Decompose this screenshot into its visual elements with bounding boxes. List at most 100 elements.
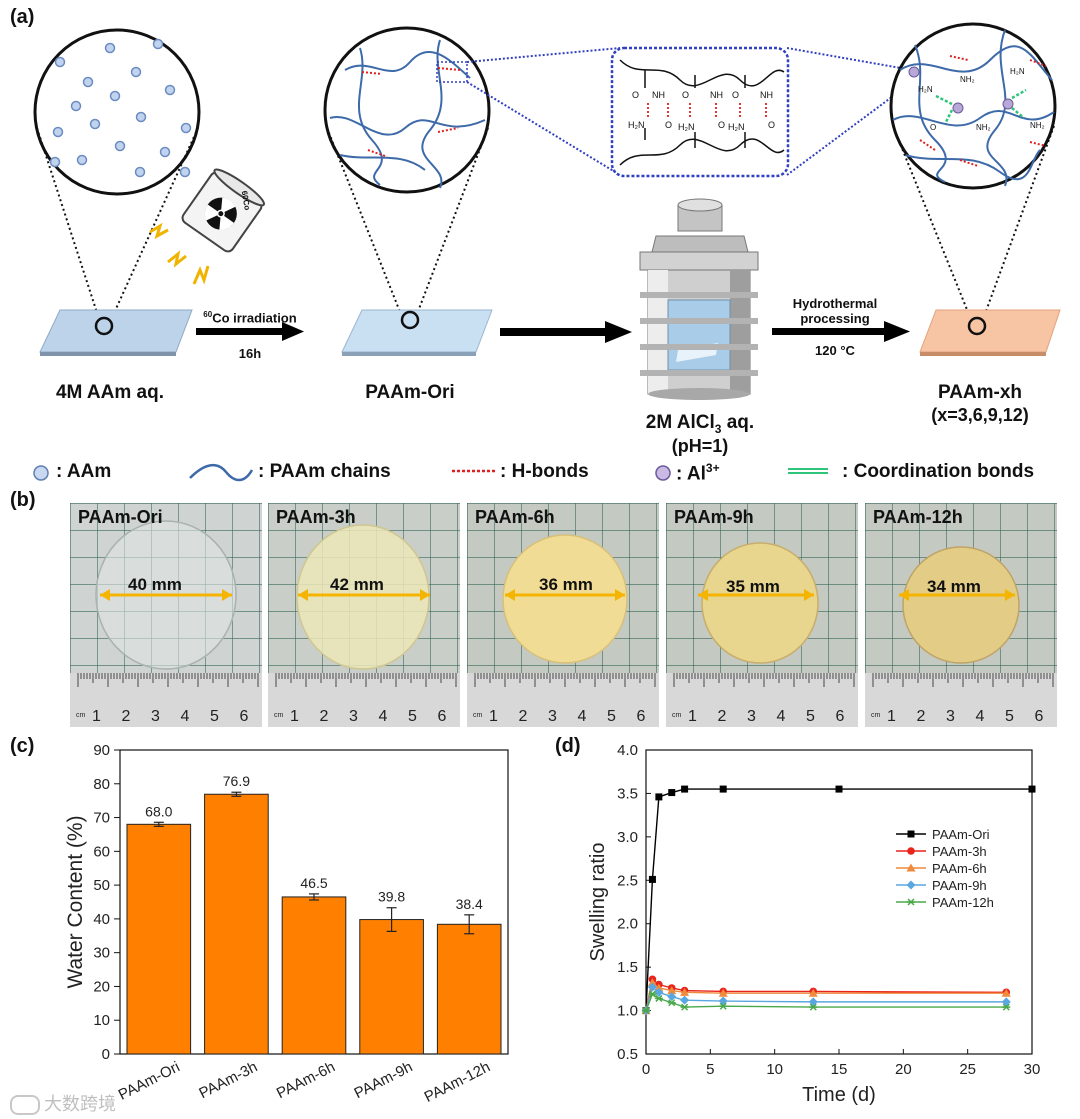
aam-monomer-dot (179, 166, 191, 178)
coord-legend-icon (788, 468, 828, 474)
ruler-number: 4 (777, 708, 786, 725)
arrow-irradiation (282, 322, 304, 341)
svg-text:NH₂: NH₂ (976, 123, 991, 132)
data-point (647, 982, 657, 992)
aam-monomer-dot (89, 118, 101, 130)
data-point (681, 1003, 689, 1011)
ruler-number: 3 (747, 708, 756, 725)
x-tick-label: 15 (831, 1061, 848, 1078)
gel-disc-6h (502, 534, 628, 664)
ruler-number: 1 (489, 708, 498, 725)
svg-text:NH: NH (710, 90, 723, 100)
chain-legend-icon (189, 464, 254, 482)
legend-label: PAAm-3h (932, 844, 987, 859)
x-tick-label: PAAm-3h (196, 1058, 260, 1102)
data-point (809, 1003, 817, 1011)
svg-text:O: O (682, 90, 689, 100)
y-tick-label: 30 (93, 945, 110, 962)
y-tick-label: 2.5 (617, 872, 638, 889)
ruler-unit: cm (871, 712, 881, 719)
diameter-label: 42 mm (330, 575, 384, 594)
data-point (681, 785, 689, 793)
aam-monomer-dot (109, 90, 121, 102)
svg-text:NH: NH (652, 90, 665, 100)
photo-title: PAAm-9h (674, 507, 754, 527)
schematic-legend: : AAm : PAAm chains : H-bonds : Al3+ : C… (0, 455, 1080, 491)
photo-title: PAAm-3h (276, 507, 356, 527)
arrow-hydrothermal (884, 321, 910, 342)
x-tick-label: 0 (642, 1061, 650, 1078)
legend-label: PAAm-Ori (932, 827, 990, 842)
hydrothermal-label-1: Hydrothermal (792, 296, 878, 311)
x-tick-label: 5 (706, 1061, 714, 1078)
ruler-number: 1 (688, 708, 697, 725)
data-point (655, 793, 663, 801)
aam-monomer-dot (114, 140, 126, 152)
data-point (1001, 988, 1011, 997)
data-point (655, 994, 663, 1002)
aam-monomer-dot (159, 146, 171, 158)
ruler-number: 3 (349, 708, 358, 725)
watermark-logo-icon (10, 1095, 40, 1115)
aam-monomer-dot (152, 38, 164, 50)
ruler-unit: cm (274, 712, 284, 719)
radiation-bolt-icon (192, 265, 210, 285)
y-tick-label: 90 (93, 742, 110, 759)
bar-value-label: 46.5 (300, 875, 327, 891)
y-tick-label: 40 (93, 911, 110, 928)
ruler-number: 3 (946, 708, 955, 725)
data-point (1028, 785, 1036, 793)
data-point (667, 992, 677, 1002)
data-point (642, 1007, 650, 1015)
gel-disc-3h (296, 524, 430, 670)
radiation-bolt-icon (149, 222, 169, 240)
aam-solution-label: 4M AAm aq. (55, 382, 165, 403)
bar (359, 919, 424, 1055)
paam-xh-label: PAAm-xh (937, 382, 1023, 403)
photo-title: PAAm-Ori (78, 507, 163, 527)
alcl3-solution-label: 2M AlCl3 aq. (645, 412, 755, 436)
radiation-source-icon (181, 168, 266, 253)
data-point (719, 785, 727, 793)
ruler-number: 2 (320, 708, 329, 725)
monomer-magnified-circle (33, 28, 201, 196)
y-tick-label: 70 (93, 810, 110, 827)
legend-coord: : Coordination bonds (842, 461, 1035, 482)
ruler-number: 6 (836, 708, 845, 725)
svg-text:O: O (665, 120, 672, 130)
bar-value-label: 39.8 (378, 889, 405, 905)
aam-monomer-dot (135, 111, 147, 123)
ruler-number: 1 (887, 708, 896, 725)
svg-text:O: O (732, 90, 739, 100)
legend-chains: : PAAm chains (258, 461, 391, 482)
svg-text:NH₂: NH₂ (960, 75, 975, 84)
ph-label: (pH=1) (671, 436, 729, 456)
svg-text:O: O (718, 120, 725, 130)
diameter-label: 34 mm (927, 577, 981, 596)
y-tick-label: 0.5 (617, 1046, 638, 1063)
svg-text:H₂N: H₂N (678, 122, 695, 132)
svg-text:H₂N: H₂N (918, 85, 933, 94)
y-tick-label: 3.0 (617, 829, 638, 846)
svg-text:H₂N: H₂N (1010, 67, 1025, 76)
x-axis-label: Time (d) (802, 1084, 876, 1106)
y-tick-label: 10 (93, 1012, 110, 1029)
data-point (808, 988, 818, 997)
ruler-number: 2 (122, 708, 131, 725)
paam-ori-label: PAAm-Ori (365, 382, 455, 403)
panel-d-label: (d) (555, 735, 581, 757)
legend-marker (906, 880, 916, 890)
legend-aam: : AAm (56, 461, 112, 482)
ruler-number: 5 (210, 708, 219, 725)
ruler-number: 6 (438, 708, 447, 725)
x-tick-label: 10 (766, 1061, 783, 1078)
aam-monomer-dot (70, 100, 82, 112)
svg-text:H₂N: H₂N (728, 122, 745, 132)
aam-monomer-dot (164, 84, 176, 96)
x-tick-label: PAAm-6h (274, 1058, 338, 1102)
ruler-number: 1 (92, 708, 101, 725)
legend-marker (907, 898, 915, 906)
data-point (654, 987, 664, 997)
